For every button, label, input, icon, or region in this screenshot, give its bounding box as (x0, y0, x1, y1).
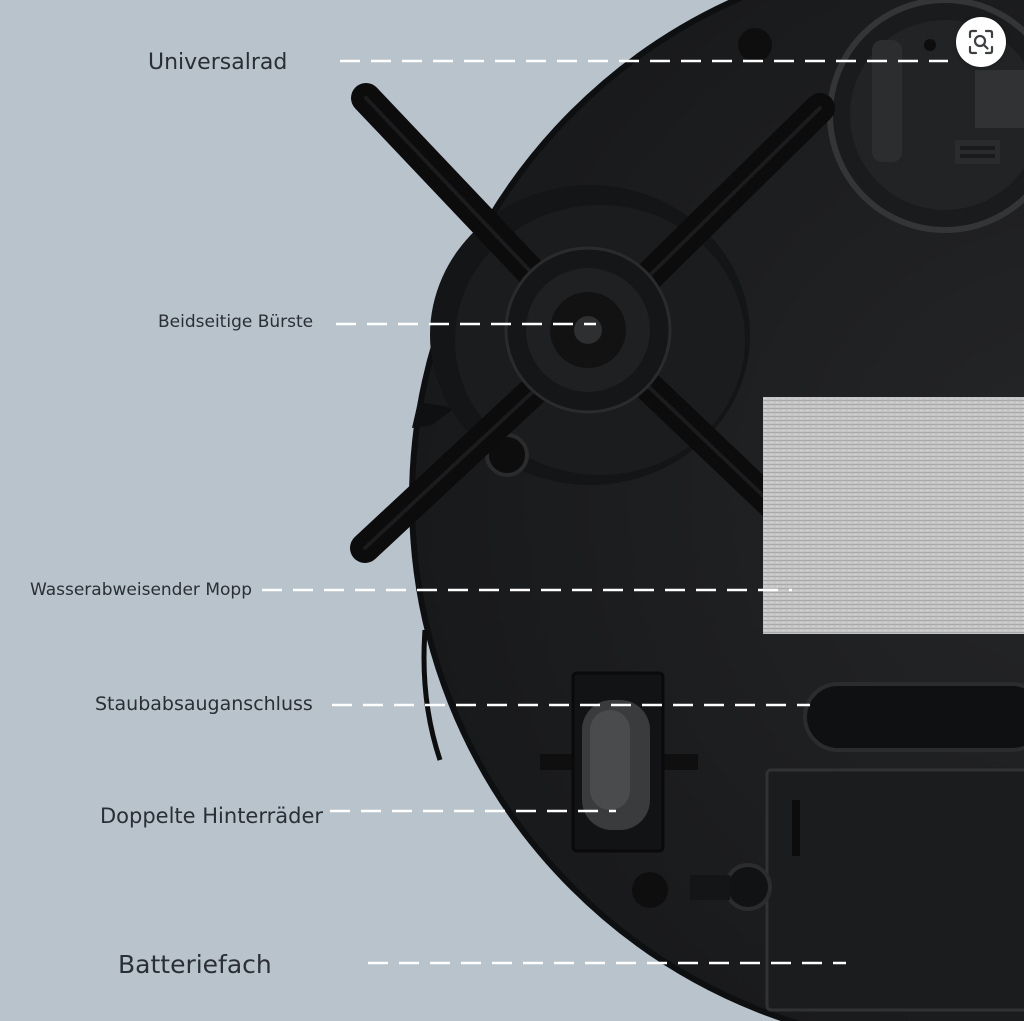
label-universal-wheel: Universalrad (148, 50, 288, 75)
rear-wheel (540, 671, 698, 853)
visual-search-button[interactable] (956, 17, 1006, 67)
screw-hole (738, 28, 772, 62)
body-bumper-edge (421, 629, 443, 761)
mop-pad (763, 397, 1024, 634)
label-mop: Wasserabweisender Mopp (30, 580, 252, 600)
charging-contact (724, 863, 772, 911)
screw-hole (632, 872, 668, 908)
label-battery: Batteriefach (118, 950, 272, 979)
side-brush-assembly (350, 83, 835, 563)
battery-latch (792, 800, 800, 856)
universal-wheel-housing (827, 0, 1024, 233)
label-side-brush: Beidseitige Bürste (158, 312, 314, 332)
label-dust-port: Staubabsauganschluss (95, 693, 313, 715)
body-notch (412, 402, 455, 428)
lens-search-icon (968, 29, 994, 55)
label-rear-wheels: Doppelte Hinterräder (100, 804, 324, 828)
battery-compartment (765, 768, 1024, 1012)
contact-rail (690, 875, 730, 900)
dust-port (803, 682, 1024, 752)
